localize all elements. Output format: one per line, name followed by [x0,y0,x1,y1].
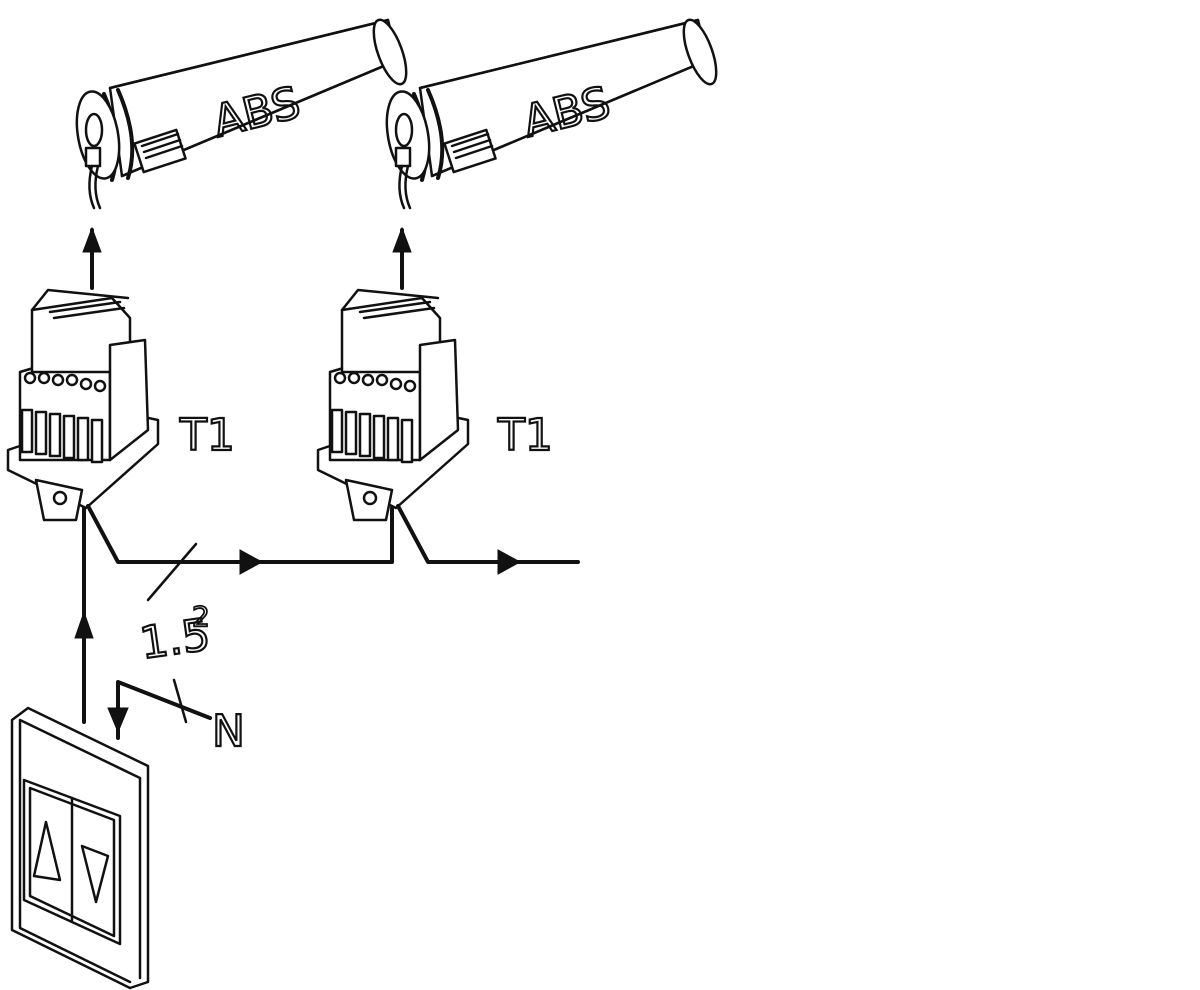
tubular-motor-2: ABS [385,18,718,210]
arrow-up-icon [74,610,94,639]
receiver-1-label: T1 [179,410,235,461]
arrow-up-icon [82,226,102,253]
up-button[interactable] [32,820,62,882]
tubular-motor-1: ABS [75,18,408,210]
screw-terminals [333,371,417,393]
cable-section-exponent: 2 [192,600,210,633]
receiver-module-2: T1 [316,288,554,522]
switch-feed [74,506,94,724]
arrow-up-icon [392,226,412,253]
arrow-down-icon [107,707,129,734]
arrow-right-icon [497,549,522,575]
cable-section-value: 1.5 [137,609,213,669]
receiver-module-1: T1 [6,288,236,522]
arrow-right-icon [239,549,264,575]
cable-section-label: 1.5 2 [136,599,215,671]
triangle-down-icon [80,844,110,904]
neutral-wire: N [107,678,246,758]
screw-terminals [23,371,107,393]
motor-feed-2 [392,226,412,290]
neutral-label: N [212,706,245,757]
bus-wiring [86,504,580,602]
wall-switch [10,706,150,990]
down-button[interactable] [80,844,110,904]
receiver-2-label: T1 [497,410,553,461]
motor-feed-1 [82,226,102,290]
triangle-up-icon [32,820,62,882]
